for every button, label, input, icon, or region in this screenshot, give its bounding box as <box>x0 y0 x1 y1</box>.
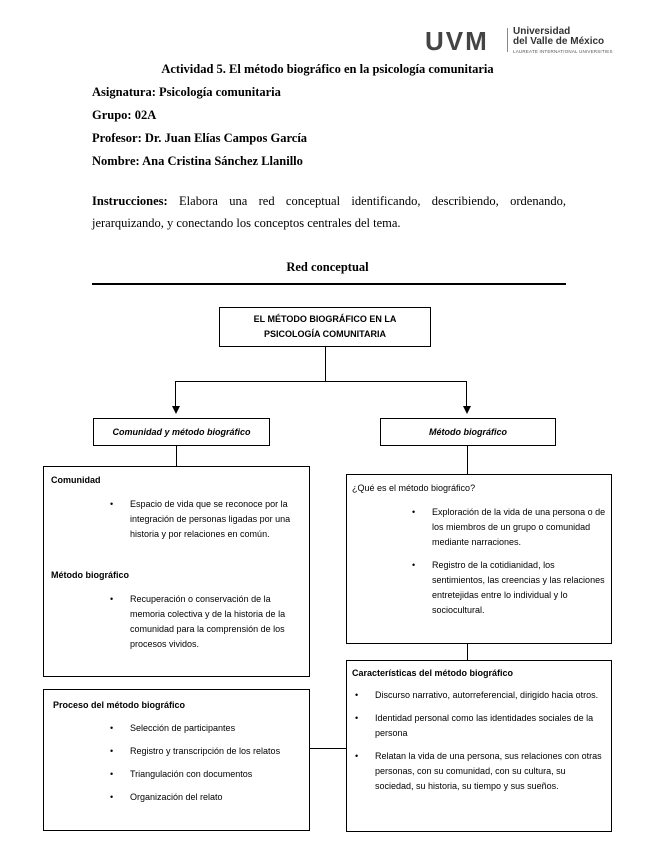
logo-line-3: LAUREATE INTERNATIONAL UNIVERSITIES <box>513 49 613 54</box>
grupo: Grupo: 02A <box>92 108 157 122</box>
instructions: Instrucciones: Elabora una red conceptua… <box>92 190 566 234</box>
heading-comunidad: Comunidad <box>51 475 101 485</box>
title-rule <box>92 283 566 285</box>
list-metodo: Recuperación o conservación de la memori… <box>110 592 302 660</box>
list-caracteristicas: Discurso narrativo, autorreferencial, di… <box>355 688 605 802</box>
connector-right-down <box>466 381 467 408</box>
connector-que-car <box>467 644 468 660</box>
document-title: Actividad 5. El método biográfico en la … <box>161 62 494 76</box>
arrow-down-icon <box>463 406 471 414</box>
subtopic-metodo-box: Método biográfico <box>380 418 556 446</box>
logo-mark: UVM <box>425 26 489 56</box>
connector-root-down <box>325 347 326 381</box>
instructions-text: Elabora una red conceptual identificando… <box>92 194 566 230</box>
connector-proceso-car <box>310 748 346 749</box>
subtopic-comunidad-box: Comunidad y método biográfico <box>93 418 270 446</box>
logo-line-1: Universidad <box>513 26 571 37</box>
logo-divider <box>507 28 508 52</box>
list-item: Discurso narrativo, autorreferencial, di… <box>355 688 605 703</box>
root-line-2: PSICOLOGÍA COMUNITARIA <box>264 329 386 339</box>
panel-caracteristicas: Características del método biográfico Di… <box>346 660 612 832</box>
nombre: Nombre: Ana Cristina Sánchez Llanillo <box>92 154 303 168</box>
heading-proceso: Proceso del método biográfico <box>53 700 186 710</box>
heading-que-es: ¿Qué es el método biográfico? <box>352 483 476 493</box>
instructions-label: Instrucciones: <box>92 194 168 208</box>
connector-left-panel <box>176 446 177 466</box>
connector-left-down <box>175 381 176 408</box>
list-item: Selección de participantes <box>110 721 300 736</box>
list-item: Triangulación con documentos <box>110 767 300 782</box>
list-item: Espacio de vida que se reconoce por la i… <box>110 497 302 542</box>
connector-horizontal <box>175 381 467 382</box>
network-title: Red conceptual <box>286 260 369 274</box>
list-item: Exploración de la vida de una persona o … <box>412 505 606 550</box>
heading-metodo-biografico: Método biográfico <box>51 570 129 580</box>
list-item: Identidad personal como las identidades … <box>355 711 605 741</box>
logo-line-2: del Valle de México <box>513 36 605 47</box>
university-logo: UVM Universidad del Valle de México LAUR… <box>425 22 615 62</box>
list-comunidad: Espacio de vida que se reconoce por la i… <box>110 497 302 550</box>
panel-que-es: ¿Qué es el método biográfico? Exploració… <box>346 474 612 644</box>
root-line-1: EL MÉTODO BIOGRÁFICO EN LA <box>253 314 397 324</box>
arrow-down-icon <box>172 406 180 414</box>
list-proceso: Selección de participantes Registro y tr… <box>110 721 300 813</box>
panel-proceso: Proceso del método biográfico Selección … <box>43 689 310 831</box>
list-item: Organización del relato <box>110 790 300 805</box>
list-item: Registro de la cotidianidad, los sentimi… <box>412 558 606 618</box>
list-que-es: Exploración de la vida de una persona o … <box>412 505 606 626</box>
root-concept-box: EL MÉTODO BIOGRÁFICO EN LA PSICOLOGÍA CO… <box>219 307 431 347</box>
profesor: Profesor: Dr. Juan Elías Campos García <box>92 131 308 145</box>
heading-caracteristicas: Características del método biográfico <box>352 668 514 678</box>
list-item: Recuperación o conservación de la memori… <box>110 592 302 652</box>
list-item: Relatan la vida de una persona, sus rela… <box>355 749 605 794</box>
panel-comunidad: Comunidad Espacio de vida que se reconoc… <box>43 466 310 677</box>
asignatura: Asignatura: Psicología comunitaria <box>92 85 281 99</box>
list-item: Registro y transcripción de los relatos <box>110 744 300 759</box>
connector-right-panel <box>467 446 468 474</box>
